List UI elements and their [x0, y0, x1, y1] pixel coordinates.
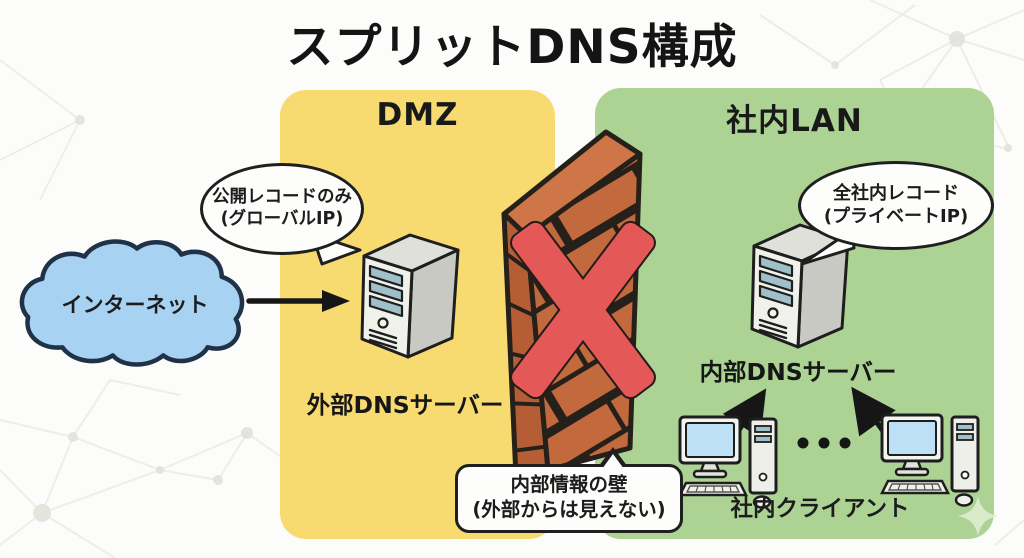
firewall-wall-icon [501, 129, 656, 480]
internal-dns-speech-bubble: 全社内レコード (プライベートIP) [798, 161, 994, 250]
internal-dns-label: 内部DNSサーバー [699, 358, 897, 386]
ellipsis-dots-icon [797, 437, 851, 449]
external-dns-speech-bubble: 公開レコードのみ (グローバルIP) [200, 163, 364, 255]
x-mark-icon [510, 220, 656, 400]
client-computer-icon [880, 413, 980, 507]
note-text-line1: 内部情報の壁 [510, 473, 628, 496]
internet-label: インターネット [61, 293, 209, 317]
bubble-text-line1: 全社内レコード [833, 183, 959, 204]
bubble-text-line1: 公開レコードのみ [212, 187, 352, 208]
bubble-text-line2: (プライベートIP) [823, 205, 969, 227]
external-dns-server-icon [360, 233, 460, 359]
internet-cloud-icon [19, 239, 245, 367]
note-text-line2: (外部からは見えない) [472, 498, 666, 522]
arrow-internet-to-dns [246, 290, 350, 312]
bubble-text-line2: (グローバルIP) [220, 209, 344, 229]
dmz-zone-label: DMZ [376, 97, 459, 133]
clients-label: 社内クライアント [730, 496, 910, 522]
lan-zone-label: 社内LAN [726, 103, 863, 139]
external-dns-label: 外部DNSサーバー [306, 391, 504, 419]
sparkle-icon [958, 496, 998, 536]
internal-dns-server-icon [750, 223, 850, 349]
diagram-title: スプリットDNS構成 [286, 20, 738, 75]
firewall-note: 内部情報の壁 (外部からは見えない) [455, 447, 683, 533]
